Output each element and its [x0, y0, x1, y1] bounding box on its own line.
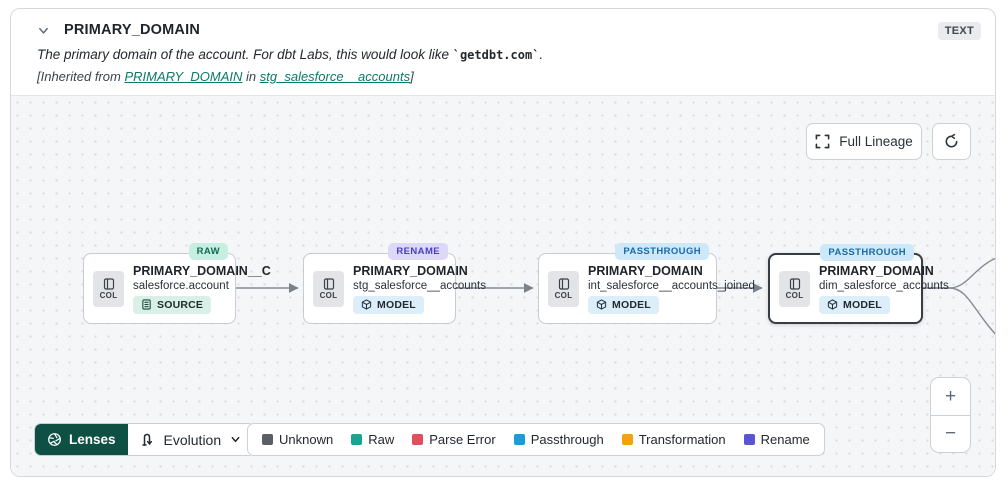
lineage-node-salesforce-account[interactable]: RAW COL PRIMARY_DOMAIN__C salesforce.acc…: [83, 243, 271, 324]
node-column-name: PRIMARY_DOMAIN: [819, 263, 934, 278]
inherited-from-line: [Inherited from PRIMARY_DOMAIN in stg_sa…: [37, 69, 977, 84]
status-badge: RAW: [188, 243, 228, 260]
refresh-button[interactable]: [932, 123, 971, 160]
resource-type-label: MODEL: [612, 298, 651, 311]
column-lineage-panel: PRIMARY_DOMAIN TEXT The primary domain o…: [10, 8, 996, 477]
collapse-chevron-icon[interactable]: [37, 24, 50, 37]
resource-type-badge: MODEL: [588, 295, 659, 314]
node-column-name: PRIMARY_DOMAIN: [588, 263, 703, 278]
status-badge: PASSTHROUGH: [820, 244, 914, 261]
legend-label: Unknown: [279, 432, 334, 447]
col-label: COL: [99, 290, 118, 300]
column-icon: [103, 277, 114, 290]
col-label: COL: [785, 290, 804, 300]
zoom-controls: + −: [930, 377, 971, 453]
legend-item-transformation: Transformation: [621, 432, 726, 447]
column-icon-tile: COL: [779, 270, 810, 307]
evolution-icon: [141, 433, 152, 446]
column-icon: [323, 277, 334, 290]
chevron-down-icon: [231, 436, 240, 443]
legend-label: Transformation: [638, 432, 726, 447]
node-model-name: salesforce.account: [133, 279, 229, 292]
lineage-node-dim-salesforce-accounts[interactable]: PASSTHROUGH COL PRIMARY_DOMAIN dim_sales…: [768, 244, 949, 324]
lenses-button[interactable]: Lenses: [35, 424, 128, 455]
lineage-node-int-salesforce-accounts-joined[interactable]: PASSTHROUGH COL PRIMARY_DOMAIN int_sales…: [538, 243, 755, 324]
full-lineage-button[interactable]: Full Lineage: [806, 123, 922, 160]
legend-swatch-raw: [351, 434, 363, 445]
legend-label: Passthrough: [530, 432, 604, 447]
description-period: .: [539, 47, 544, 62]
column-icon: [558, 277, 569, 290]
legend-swatch-rename: [743, 434, 755, 445]
edge-branch-down: [923, 287, 995, 335]
node-model-name: dim_salesforce_accounts: [819, 279, 949, 292]
model-cube-icon: [596, 299, 607, 310]
legend-item-unknown: Unknown: [262, 432, 333, 447]
description-text: The primary domain of the account. For d…: [37, 47, 453, 62]
column-icon-tile: COL: [313, 270, 344, 307]
legend-label: Rename: [760, 432, 810, 447]
legend-item-raw: Raw: [351, 432, 394, 447]
column-icon-tile: COL: [548, 270, 579, 307]
column-title: PRIMARY_DOMAIN: [64, 22, 200, 38]
lineage-edges: [236, 257, 995, 335]
lineage-canvas[interactable]: Full Lineage RAW COL PRIMARY_DOMAIN__C s…: [11, 95, 995, 476]
resource-type-badge: MODEL: [819, 295, 890, 314]
lineage-node-stg-salesforce-accounts[interactable]: RENAME COL PRIMARY_DOMAIN stg_salesforce…: [303, 243, 486, 324]
legend-item-rename: Rename: [743, 432, 810, 447]
column-icon-tile: COL: [93, 270, 124, 307]
column-header: PRIMARY_DOMAIN TEXT The primary domain o…: [11, 9, 995, 95]
data-type-badge: TEXT: [937, 22, 981, 40]
model-cube-icon: [827, 299, 838, 310]
col-label: COL: [554, 290, 573, 300]
source-icon: [142, 299, 151, 310]
legend-swatch-unknown: [262, 434, 273, 445]
node-column-name: PRIMARY_DOMAIN: [353, 263, 468, 278]
resource-type-label: SOURCE: [157, 298, 204, 311]
full-lineage-label: Full Lineage: [839, 134, 913, 149]
node-model-name: stg_salesforce__accounts: [353, 279, 486, 292]
inherited-model-link[interactable]: stg_salesforce__accounts: [259, 69, 411, 84]
status-badge: RENAME: [388, 243, 448, 260]
node-model-name: int_salesforce__accounts_joined: [588, 279, 755, 292]
inherited-suffix: ]: [410, 69, 414, 84]
column-icon: [789, 277, 800, 290]
zoom-out-button[interactable]: −: [931, 415, 970, 452]
zoom-in-button[interactable]: +: [944, 385, 957, 407]
legend-label: Parse Error: [429, 432, 496, 447]
inherited-column-link[interactable]: PRIMARY_DOMAIN: [124, 69, 243, 84]
expand-icon: [815, 134, 830, 149]
legend-swatch-parse-error: [412, 434, 424, 445]
lens-selected-value: Evolution: [163, 431, 222, 448]
resource-type-label: MODEL: [843, 298, 882, 311]
legend-swatch-passthrough: [513, 434, 525, 445]
resource-type-badge: MODEL: [353, 295, 424, 314]
lenses-control: Lenses Evolution: [34, 423, 256, 456]
lens-select[interactable]: Evolution: [127, 424, 255, 455]
inherited-prefix: [Inherited from: [37, 69, 125, 84]
refresh-icon: [945, 133, 958, 148]
status-badge: PASSTHROUGH: [615, 243, 709, 260]
resource-type-badge: SOURCE: [133, 295, 212, 314]
column-description: The primary domain of the account. For d…: [37, 47, 977, 62]
legend-swatch-transformation: [621, 434, 633, 445]
model-cube-icon: [361, 299, 372, 310]
legend-label: Raw: [368, 432, 395, 447]
lens-aperture-icon: [48, 433, 61, 446]
col-label: COL: [319, 290, 338, 300]
inherited-middle: in: [242, 69, 260, 84]
description-code: `getdbt.com`: [452, 48, 540, 62]
legend-item-passthrough: Passthrough: [513, 432, 604, 447]
lenses-label: Lenses: [69, 432, 116, 447]
resource-type-label: MODEL: [377, 298, 416, 311]
status-legend: Unknown Raw Parse Error Passthrough Tran…: [247, 423, 825, 456]
legend-item-parse-error: Parse Error: [412, 432, 496, 447]
node-column-name: PRIMARY_DOMAIN__C: [133, 263, 271, 278]
